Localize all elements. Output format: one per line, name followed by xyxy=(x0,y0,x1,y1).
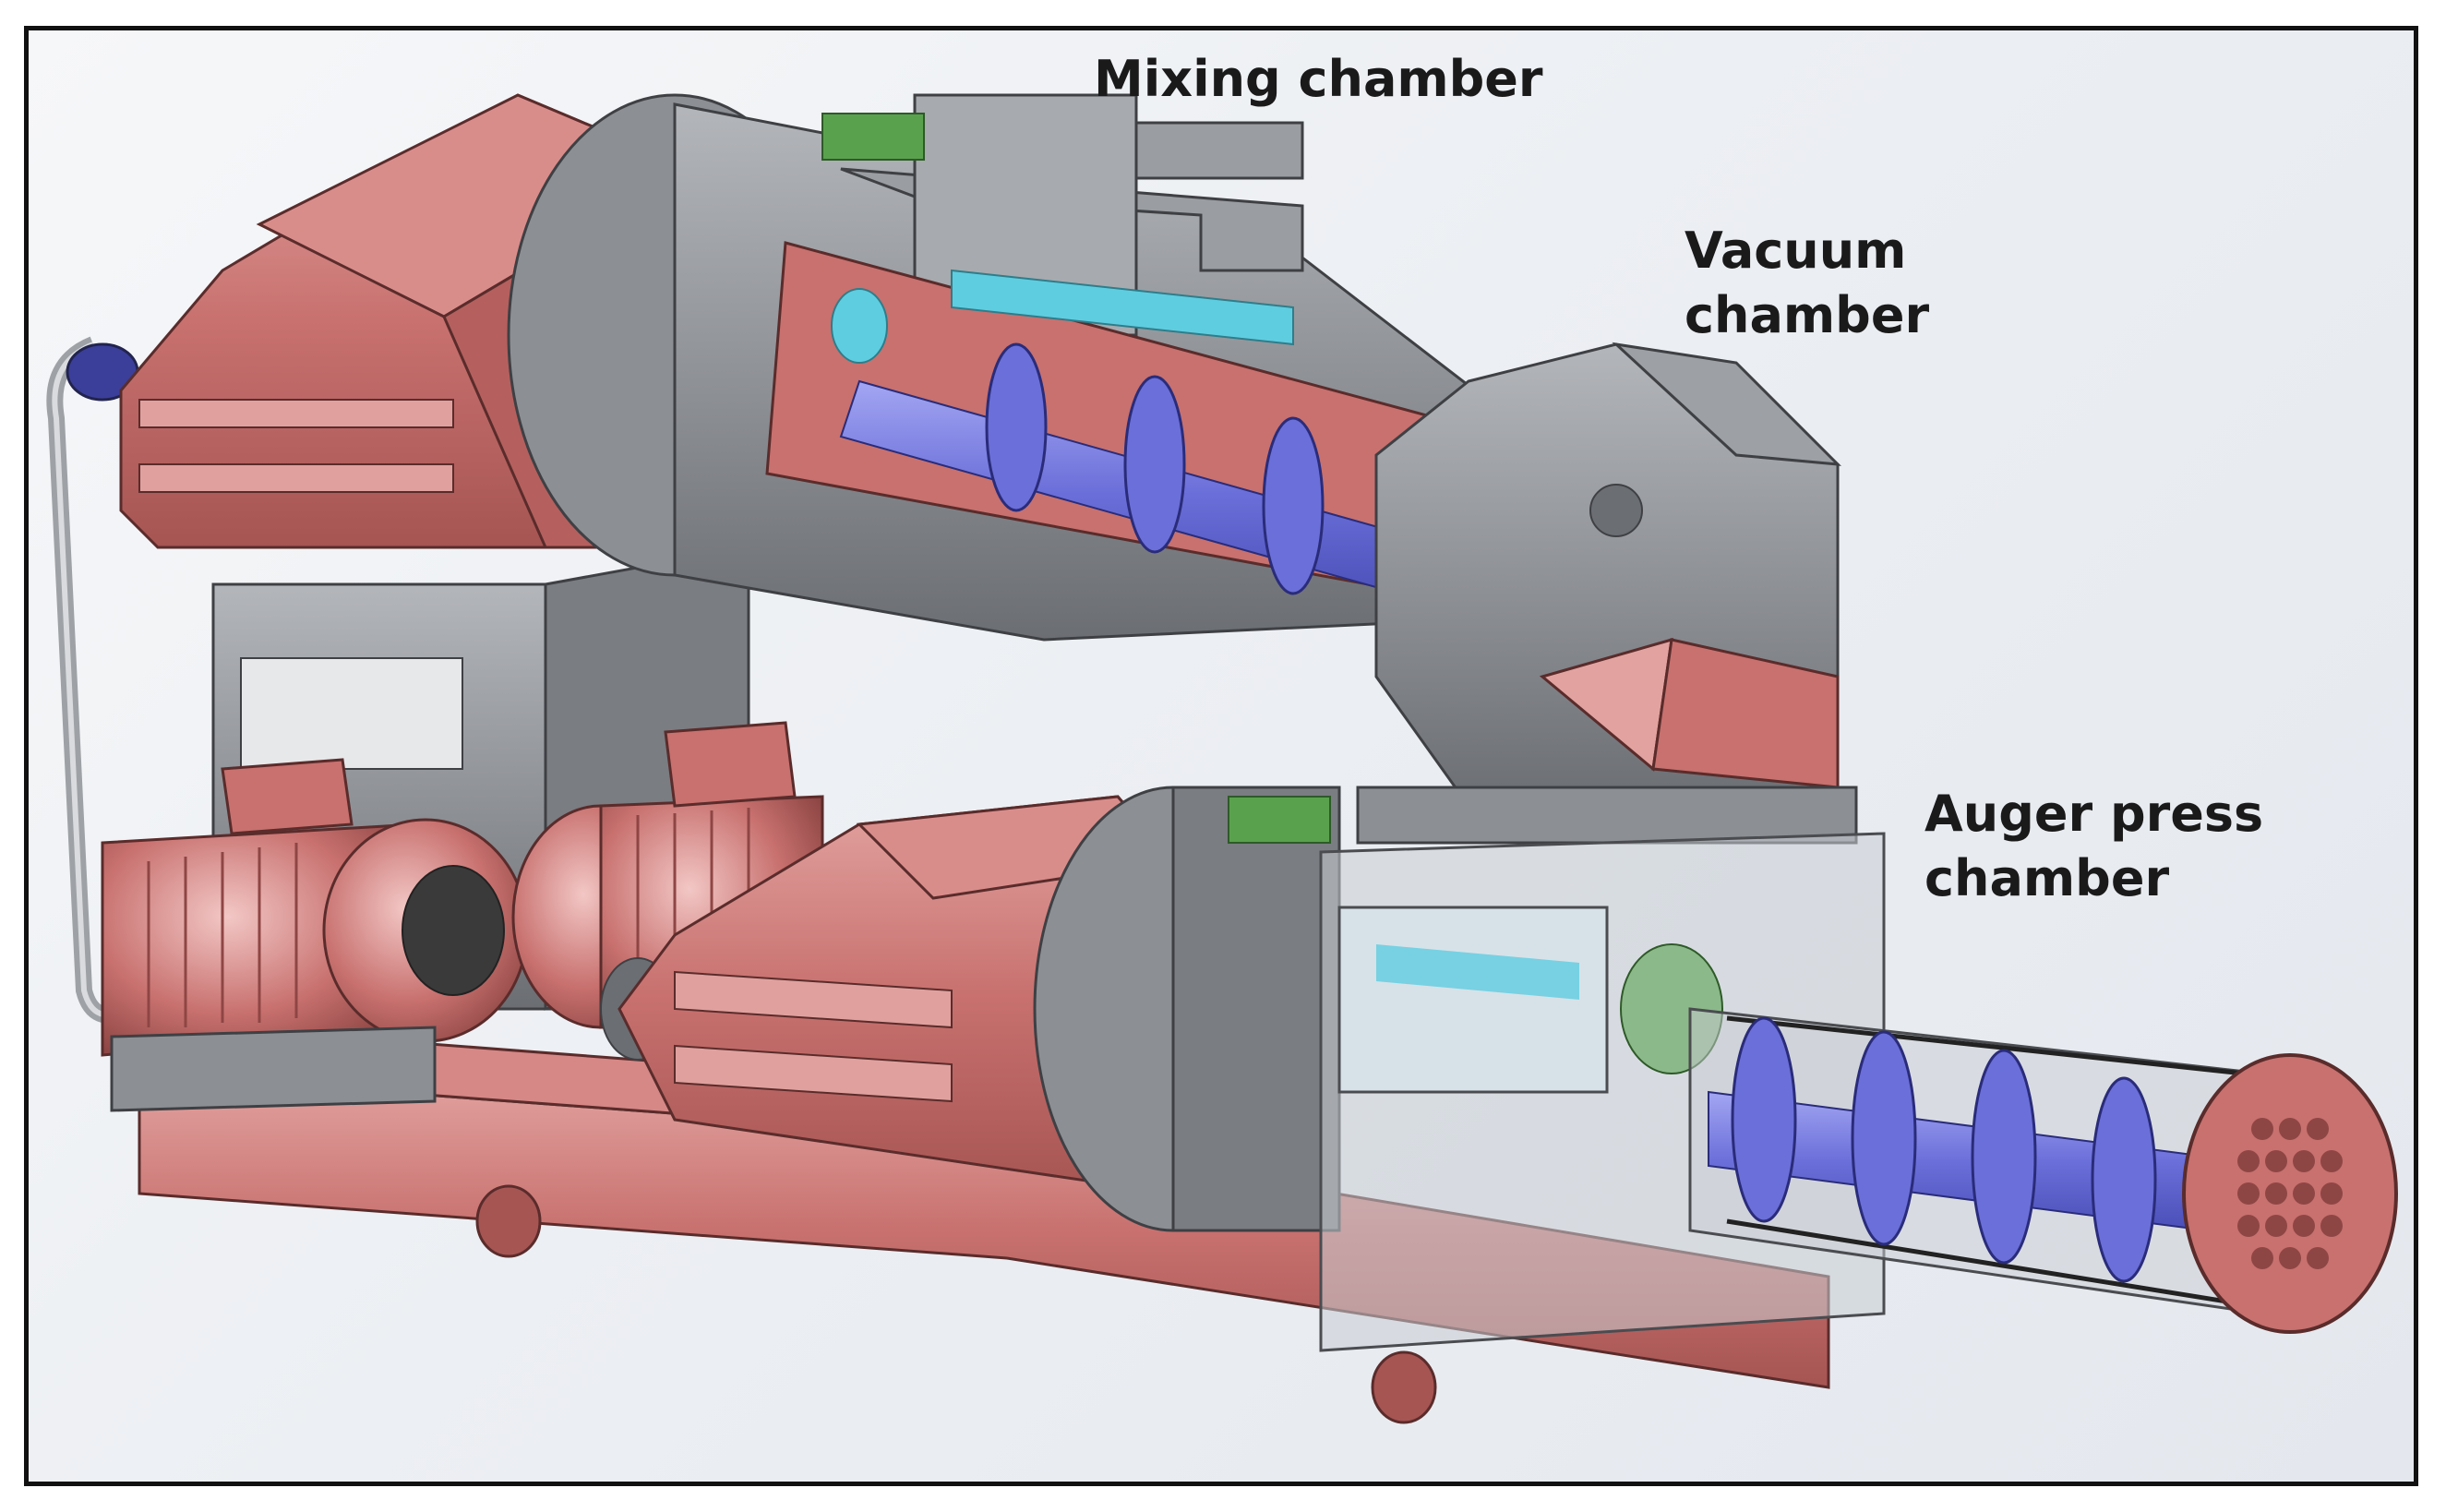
label-mixing-chamber: Mixing chamber xyxy=(1094,50,1543,108)
auger-press-barrel xyxy=(1033,786,2398,1352)
figure-frame: Mixing chamber Vacuum chamber Auger pres… xyxy=(24,26,2418,1486)
extruder-illustration xyxy=(46,93,2398,1424)
label-vacuum-chamber: Vacuum chamber xyxy=(1685,222,1930,344)
label-auger-press-chamber: Auger press chamber xyxy=(1924,785,2264,907)
vacuum-chamber xyxy=(1356,342,1858,845)
mixing-chamber-barrel xyxy=(507,93,1507,642)
left-motor xyxy=(101,758,529,1112)
